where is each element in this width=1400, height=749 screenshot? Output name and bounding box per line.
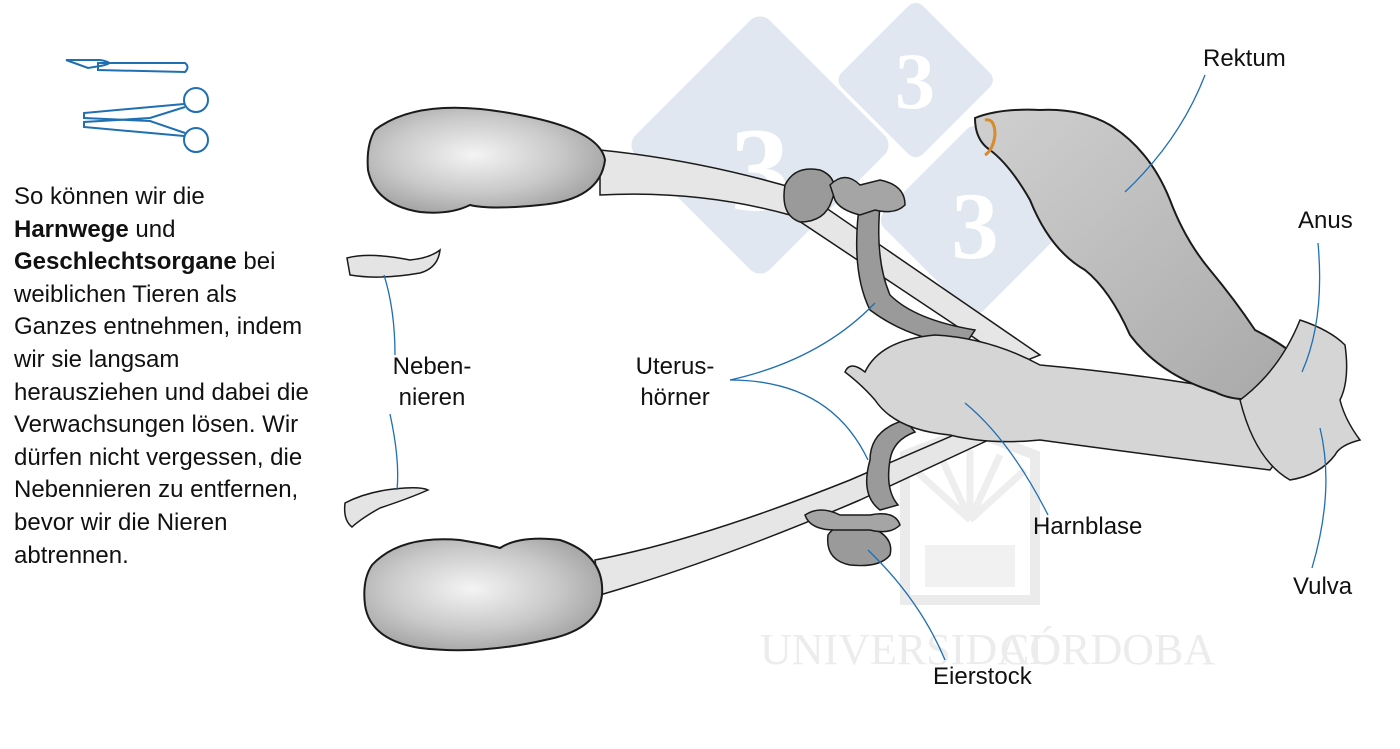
watermark-digit: 3 <box>951 173 999 279</box>
ligature <box>984 118 997 157</box>
instructions-text-1: So können wir die <box>14 183 205 210</box>
watermark-digit: 3 <box>730 103 790 236</box>
scissors-icon <box>83 87 209 153</box>
leader-uterus-upper <box>729 302 876 381</box>
university-seal: UNIVERSIDAD CÓRDOBA <box>760 424 1215 674</box>
leader-nebennieren-lower <box>389 413 399 491</box>
label-rektum: Rektum <box>1203 45 1286 72</box>
scalpel-icon <box>65 59 189 74</box>
instructions-bold-2: Geschlechtsorgane <box>14 248 237 276</box>
oviduct-lower <box>804 509 901 533</box>
oviduct-upper <box>829 176 906 216</box>
watermark-digit: 3 <box>895 38 935 126</box>
leader-harnblase <box>964 402 1049 516</box>
label-anus: Anus <box>1298 207 1353 234</box>
kidney-upper <box>366 106 607 214</box>
label-nebennieren: Neben- nieren <box>382 351 482 413</box>
kidney-lower <box>363 537 604 652</box>
ovary-upper <box>783 168 835 223</box>
label-harnblase: Harnblase <box>1033 513 1143 540</box>
leader-nebennieren-upper <box>383 274 396 356</box>
label-uterushoerner: Uterus- hörner <box>620 351 730 413</box>
watermark-university: UNIVERSIDAD <box>760 625 1061 674</box>
label-uterushoerner-line-2: hörner <box>640 384 710 411</box>
adrenal-gland-lower <box>343 487 430 528</box>
uterine-horn-lower <box>865 419 917 511</box>
leader-lines <box>383 74 1327 661</box>
label-nebennieren-line-1: Neben- <box>392 353 472 380</box>
leader-uterus-lower <box>729 379 869 461</box>
leader-vulva <box>1311 427 1327 569</box>
label-eierstock: Eierstock <box>933 663 1032 690</box>
label-uterushoerner-line-1: Uterus- <box>635 353 715 380</box>
adrenal-gland-upper <box>346 248 441 278</box>
instructions-text-3: bei weiblichen Tieren als Ganzes entnehm… <box>14 248 309 569</box>
watermark-university-2: CÓRDOBA <box>1000 625 1215 674</box>
leader-rektum <box>1124 74 1206 193</box>
instructions-bold-1: Harnwege <box>14 215 129 243</box>
watermark-diamond <box>838 2 993 158</box>
leader-anus <box>1301 242 1321 373</box>
leader-eierstock <box>867 549 946 661</box>
label-nebennieren-line-2: nieren <box>398 384 466 411</box>
vulva-anus-region <box>1239 319 1362 481</box>
label-vulva: Vulva <box>1293 573 1353 600</box>
instructions-text-2: und <box>128 215 176 243</box>
